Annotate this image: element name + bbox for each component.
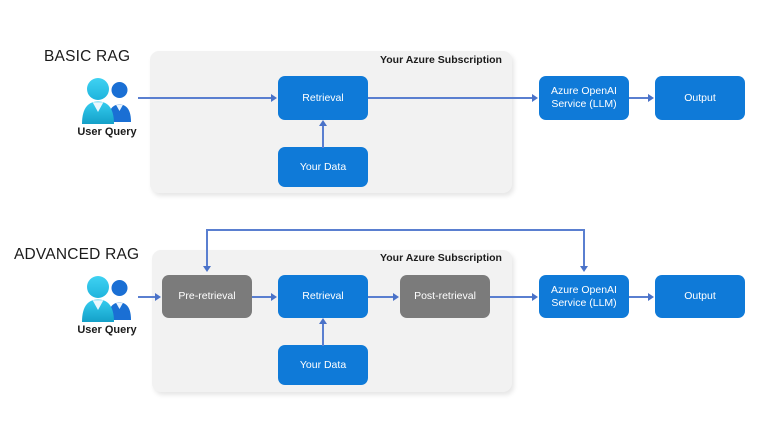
section-label-basic-rag: BASIC RAG bbox=[44, 48, 131, 65]
connector-feedback-right-down bbox=[583, 229, 585, 267]
connector-feedback-horizontal bbox=[207, 229, 585, 231]
arrowhead-yourdata-to-retrieval-advanced bbox=[318, 318, 327, 324]
connector-retrieval-to-llm-basic bbox=[368, 97, 533, 99]
arrowhead-feedback-to-llm bbox=[580, 266, 589, 272]
node-retrieval-advanced[interactable]: Retrieval bbox=[278, 275, 368, 318]
node-pre-retrieval[interactable]: Pre-retrieval bbox=[162, 275, 252, 318]
users-icon-advanced bbox=[78, 274, 136, 322]
node-your-data-advanced[interactable]: Your Data bbox=[278, 345, 368, 385]
arrowhead-yourdata-to-retrieval-basic bbox=[318, 120, 327, 126]
connector-retrieval-to-postretrieval bbox=[368, 296, 394, 298]
user-query-caption-advanced: User Query bbox=[77, 324, 137, 336]
connector-preretrieval-to-retrieval bbox=[252, 296, 272, 298]
section-label-advanced-rag: ADVANCED RAG bbox=[14, 246, 140, 263]
node-output-basic[interactable]: Output bbox=[655, 76, 745, 120]
arrowhead-preretrieval-to-retrieval bbox=[271, 292, 277, 301]
arrowhead-user-to-retrieval-basic bbox=[271, 93, 277, 102]
connector-llm-to-output-basic bbox=[629, 97, 649, 99]
user-query-caption-basic: User Query bbox=[77, 126, 137, 138]
arrowhead-retrieval-to-postretrieval bbox=[393, 292, 399, 301]
node-output-advanced[interactable]: Output bbox=[655, 275, 745, 318]
panel-title-basic: Your Azure Subscription bbox=[380, 54, 502, 66]
connector-user-to-retrieval-basic bbox=[138, 97, 272, 99]
arrowhead-user-to-preretrieval bbox=[155, 292, 161, 301]
connector-feedback-left-down bbox=[206, 229, 208, 267]
node-post-retrieval[interactable]: Post-retrieval bbox=[400, 275, 490, 318]
node-retrieval-basic[interactable]: Retrieval bbox=[278, 76, 368, 120]
connector-yourdata-to-retrieval-basic bbox=[322, 126, 324, 148]
arrowhead-retrieval-to-llm-basic bbox=[532, 93, 538, 102]
connector-yourdata-to-retrieval-advanced bbox=[322, 324, 324, 346]
node-your-data-basic[interactable]: Your Data bbox=[278, 147, 368, 187]
connector-postretrieval-to-llm bbox=[490, 296, 533, 298]
node-azure-openai-service-advanced[interactable]: Azure OpenAI Service (LLM) bbox=[539, 275, 629, 318]
panel-title-advanced: Your Azure Subscription bbox=[380, 252, 502, 264]
arrowhead-llm-to-output-basic bbox=[648, 93, 654, 102]
connector-user-to-preretrieval bbox=[138, 296, 156, 298]
node-azure-openai-service-basic[interactable]: Azure OpenAI Service (LLM) bbox=[539, 76, 629, 120]
arrowhead-llm-to-output-advanced bbox=[648, 292, 654, 301]
connector-llm-to-output-advanced bbox=[629, 296, 649, 298]
arrowhead-feedback-to-preretrieval bbox=[203, 266, 211, 272]
arrowhead-postretrieval-to-llm bbox=[532, 292, 538, 301]
users-icon-basic bbox=[78, 76, 136, 124]
